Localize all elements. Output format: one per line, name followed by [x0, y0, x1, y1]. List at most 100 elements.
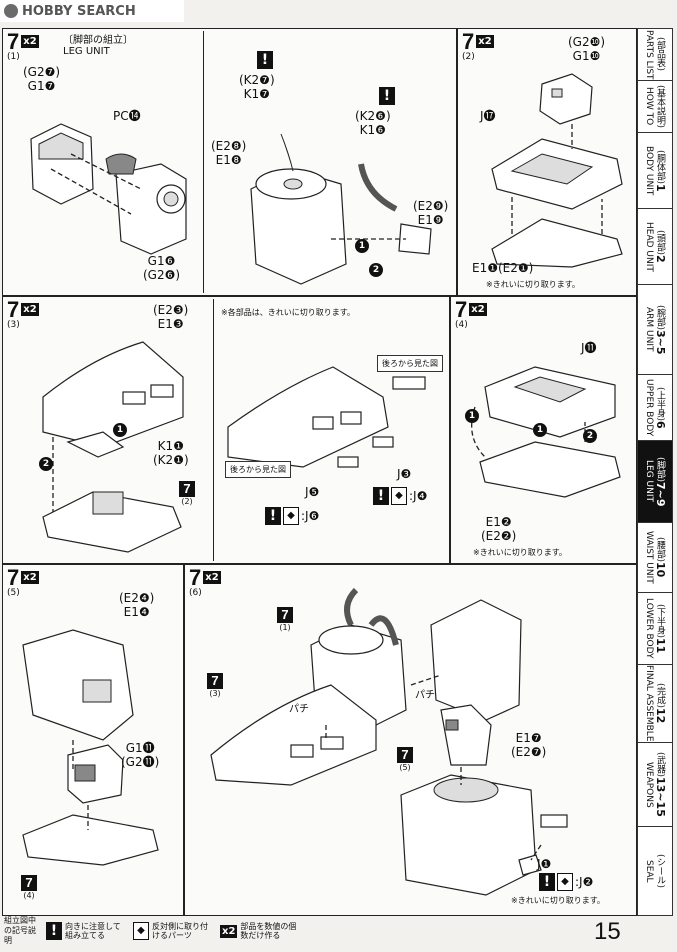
step-number: 7 — [462, 29, 475, 54]
panel-step-7-2: 7 x2 (2) (G2❿) G1❿ J⓱ E1❶(E2❶) ※きれいに切り取り… — [457, 28, 637, 296]
step-marker-1: 1 — [533, 423, 547, 437]
legend-mirror: ◆ 反対側に取り付けるパーツ — [133, 922, 212, 940]
j2-symbol-row: ! ◆ :J❷ — [539, 873, 593, 891]
watermark: HOBBY SEARCH — [0, 0, 184, 22]
symbol-legend: 組立図中の記号説明 ! 向きに注意して組み立てる ◆ 反対側に取り付けるパーツ … — [4, 916, 524, 946]
orientation-icon: ◆ — [391, 487, 407, 505]
nav-tab-en: PARTS LIST — [644, 29, 654, 80]
nav-tab-num: 1 — [654, 183, 667, 192]
part-label-j2: :J❷ — [575, 875, 594, 889]
multiplier-badge: x2 — [21, 35, 39, 48]
part-label-k1k2-1: K1❶ (K2❶) — [153, 439, 189, 467]
nav-tab-jp: (腕部) — [655, 304, 665, 330]
part-label-j5: J❺ — [305, 485, 320, 499]
nav-tab-parts-list: (部品表)PARTS LIST — [637, 28, 673, 80]
multiplier-badge: x2 — [21, 303, 39, 316]
step-number: 7 — [7, 297, 20, 322]
nav-tab-jp: (シール) — [655, 853, 665, 889]
nav-tab-en: FINAL ASSEMBLE — [644, 665, 654, 742]
step-number: 7 — [189, 565, 202, 590]
note-text: ※きれいに切り取ります。 — [486, 280, 580, 289]
page-number: 15 — [594, 918, 621, 945]
panel-step-7-3: 7 x2 (3) (E2❸) E1❸ 1 2 K1❶ (K2❶) 7 (2) ※… — [2, 296, 450, 564]
legend-orient: ! 向きに注意して組み立てる — [46, 922, 125, 940]
panel-step-7-6: 7 x2 (6) 7 (1) 7 (3) 7 (5) パチ パチ E1❼ ( — [184, 564, 637, 916]
nav-tab-jp: (脚部) — [655, 456, 665, 482]
orientation-icon: ◆ — [133, 922, 149, 940]
nav-tab-jp: (頭部) — [655, 230, 665, 256]
knee-armor-illustration-b — [227, 366, 426, 468]
nav-tab-num: 6 — [654, 420, 667, 429]
step-badge: 7 x2 (6) — [189, 565, 221, 598]
knee-armor-illustration-a — [42, 341, 184, 553]
section-title-jp: 〔脚部の組立〕 — [63, 35, 133, 46]
nav-tab-en: LEG UNIT — [644, 460, 654, 503]
part-label-k2k1-6: (K2❻) K1❻ — [355, 109, 391, 137]
multiplier-badge: x2 — [21, 571, 39, 584]
nav-tab-en: ARM UNIT — [644, 307, 654, 352]
step-marker-2: 2 — [39, 457, 53, 471]
step-badge: 7 x2 (4) — [455, 299, 487, 330]
caution-icon: ! — [265, 507, 281, 525]
divider — [203, 31, 204, 293]
nav-tab-num: 11 — [654, 637, 667, 654]
nav-tab-num: 3~5 — [654, 329, 667, 355]
nav-tab-jp: (腰部) — [655, 537, 665, 563]
multiplier-badge: x2 — [476, 35, 494, 48]
panel-step-7-5: 7 x2 (5) (E2❹) E1❹ G1⓫ (G2⓫) 7 (4) — [2, 564, 184, 916]
multiplier-badge: x2 — [203, 571, 221, 584]
multiplier-badge: x2 — [469, 303, 487, 316]
step-sub: (3) — [7, 320, 20, 330]
orientation-icon: ◆ — [283, 507, 299, 525]
part-label-j1: J❶ — [537, 857, 552, 871]
nav-tab-en: UPPER BODY — [644, 378, 654, 437]
part-label-j6: :J❻ — [301, 509, 320, 523]
step-sub: (5) — [7, 588, 20, 598]
nav-tab-text: (部品表)PARTS LIST — [643, 30, 667, 80]
note-text: ※きれいに切り取ります。 — [511, 896, 605, 905]
divider — [213, 299, 214, 561]
step-marker-1: 1 — [465, 409, 479, 423]
watermark-text: HOBBY SEARCH — [22, 3, 136, 19]
nav-tab-jp: (完成) — [655, 683, 665, 709]
caution-icon: ! — [46, 922, 62, 940]
nav-tab-jp: (部品表) — [655, 37, 665, 72]
nav-tab-num: 2 — [654, 255, 667, 263]
step-sub: (6) — [189, 588, 202, 598]
nav-tab-en: WAIST UNIT — [644, 531, 654, 584]
nav-tab-jp: (下半身) — [655, 603, 665, 638]
nav-tab-en: HOW TO — [644, 87, 654, 126]
nav-tab-num: 13~15 — [654, 777, 667, 817]
part-label-g2g1-10: (G2❿) G1❿ — [568, 35, 606, 63]
part-label-e2e1-9: (E2❾) E1❾ — [413, 199, 449, 227]
multiplier-badge: x2 — [220, 924, 238, 938]
part-label-j4: :J❹ — [409, 489, 428, 503]
step-marker-2: 2 — [369, 263, 383, 277]
part-label-j3: J❸ — [397, 467, 412, 481]
caution-icon: ! — [379, 87, 395, 105]
legend-multiply: x2 部品を数値の個数だけ作る — [220, 922, 297, 940]
step-badge: 7 x2 (3) — [7, 297, 39, 330]
caution-icon: ! — [539, 873, 555, 891]
nav-tab-jp: (上半身) — [655, 386, 665, 421]
logo-icon — [4, 4, 18, 18]
part-label-k2k1: (K2❼) K1❼ — [239, 73, 275, 101]
step-sub: (4) — [455, 320, 468, 330]
callout-back-view: 後ろから見た図 — [225, 461, 291, 478]
clip-sound-text: パチ — [289, 704, 309, 715]
